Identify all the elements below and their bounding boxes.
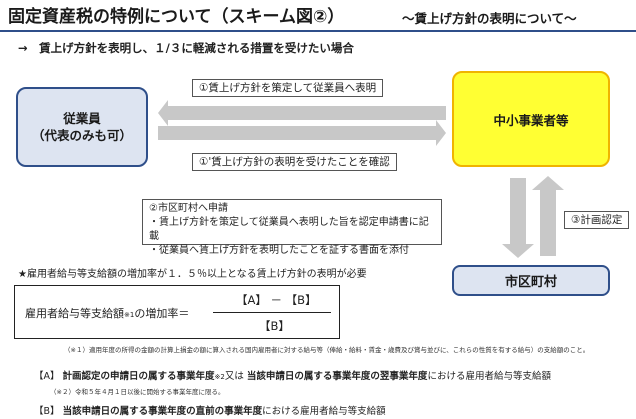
sme-label: 中小事業者等 [493,112,569,128]
formula-label: 雇用者給与等支給額※1の増加率＝ [25,305,189,321]
definition-a-bold2: 当該申請日の属する事業年度の翌事業年度 [246,371,428,382]
step1-confirm-label: ①'賃上げ方針の表明を受けたことを確認 [192,153,397,171]
arrow-down [502,178,534,258]
definition-b-prefix: 【B】 [34,406,60,417]
definition-b-tail: における雇用者給与等支給額 [262,406,386,417]
step2-item-1: ・賃上げ方針を策定して従業員へ表明した旨を認定申請書に記載 [149,217,429,242]
definition-a-note: ※2 [214,373,225,381]
employee-sublabel: （代表のみも可） [31,128,132,143]
footnote-2: （※２）令和５年４月１日以後に開始する事業年度に限る。 [50,388,225,396]
definition-a-prefix: 【A】 [34,371,60,382]
arrow-right-bottom [158,120,446,146]
step2-item-2: ・従業員へ賃上げ方針を表明したことを証する書面を添付 [149,245,409,256]
employee-box: 従業員 （代表のみも可） [16,87,148,167]
formula-label-main: 雇用者給与等支給額 [25,307,124,320]
title-divider [0,30,636,32]
city-box: 市区町村 [452,265,610,296]
page-title: 固定資産税の特例について（スキーム図②） [8,7,345,27]
case-heading: → 賃上げ方針を表明し、１/３に軽減される措置を受けたい場合 [18,41,354,55]
formula-denominator: 【B】 [259,319,290,333]
definition-a-tail: における雇用者給与等支給額 [427,371,551,382]
footnote-1: （※１）適用年度の所得の金額の計算上損金の額に算入される国内雇用者に対する給与等… [64,346,590,354]
sme-box: 中小事業者等 [452,71,610,167]
definition-b: 【B】 当該申請日の属する事業年度の直前の事業年度における雇用者給与等支給額 [34,403,386,417]
formula-numerator: 【A】 － 【B】 [236,293,317,307]
definition-a: 【A】 計画認定の申請日の属する事業年度※2又は 当該申請日の属する事業年度の翌… [34,368,551,382]
definition-b-bold: 当該申請日の属する事業年度の直前の事業年度 [62,406,263,417]
requirement-note: ★雇用者給与等支給額の増加率が１．５％以上となる賃上げ方針の表明が必要 [18,269,367,280]
arrow-up [532,176,564,256]
step2-box: ②市区町村へ申請 ・賃上げ方針を策定して従業員へ表明した旨を認定申請書に記載 ・… [142,199,442,256]
formula-box: 雇用者給与等支給額※1の増加率＝ 【A】 － 【B】 【B】 [14,285,340,339]
city-label: 市区町村 [504,275,557,290]
step3-label: ③計画認定 [564,211,630,229]
employee-label: 従業員 [63,111,101,126]
step2-title: ②市区町村へ申請 [149,203,228,214]
definition-a-bold1: 計画認定の申請日の属する事業年度 [62,371,215,382]
page-subtitle: ～賃上げ方針の表明について～ [402,11,577,26]
formula-label-note: ※1 [124,311,135,319]
formula-label-tail: の増加率＝ [134,307,190,320]
definition-a-mid: 又は [224,371,244,382]
step1-label: ①賃上げ方針を策定して従業員へ表明 [192,79,384,97]
arrow-left-top [158,100,446,126]
fraction-bar [213,312,331,313]
